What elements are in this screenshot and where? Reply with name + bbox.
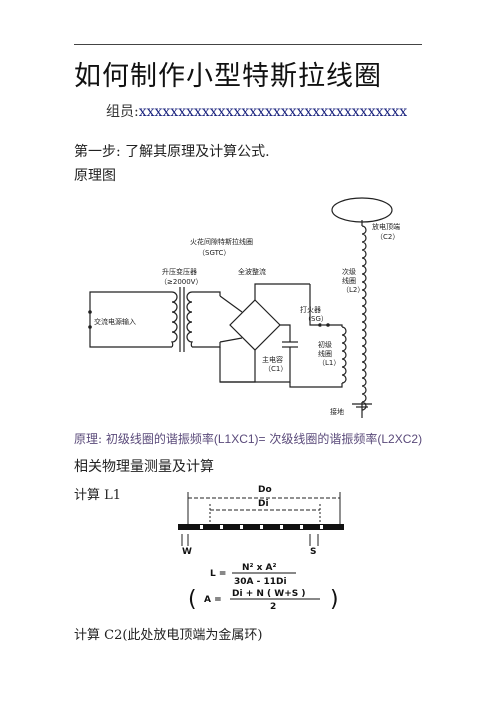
rectifier-bridge (229, 299, 281, 351)
a-denominator: 2 (270, 602, 276, 610)
topload-label-1: 放电顶端 (372, 222, 400, 231)
transformer-label-2: （≥2000V） (160, 278, 202, 286)
l-numerator: N² x A² (242, 563, 277, 573)
transformer-label-1: 升压变压器 (162, 267, 197, 276)
secondary-label-3: （L2） (342, 286, 364, 294)
members-value: xxxxxxxxxxxxxxxxxxxxxxxxxxxxxxxxxx (138, 104, 408, 120)
principle-mid: 次级线圈的谐振频率 (265, 432, 378, 446)
principle-prefix: 原理: 初级线圈的谐振频率 (74, 432, 214, 446)
document-title: 如何制作小型特斯拉线圈 (74, 61, 382, 92)
principle-formula-1: (L1XC1)= (213, 432, 266, 446)
transformer-secondary-coil (186, 291, 194, 348)
principle-formula-2: (L2XC2) (377, 432, 423, 446)
secondary-label-2: 线圈 (342, 276, 356, 285)
capacitor-label-2: （C1） (264, 365, 287, 373)
left-paren: ( (188, 587, 197, 610)
transformer-primary-coil (170, 291, 178, 348)
ac-input-label: 交流电源输入 (94, 317, 136, 326)
topload-ellipse (331, 197, 393, 223)
coil-formula-figure: Do Di W S L = N² x A² 30A - 11Di A = Di … (178, 485, 344, 610)
members-label: 组员: (106, 104, 139, 120)
primary-coil (341, 326, 347, 384)
spark-gap-label-2: （SG） (304, 315, 328, 323)
schematic-title-1: 火花间隙特斯拉线圈 (190, 237, 253, 246)
spark-gap-label-1: 打火器 (300, 305, 321, 314)
primary-label-3: （L1） (318, 359, 340, 367)
principle-diagram-label: 原理图 (74, 168, 116, 184)
tesla-coil-schematic: 火花间隙特斯拉线圈 （SGTC） 升压变压器 （≥2000V） 全波整流 交流电… (88, 197, 400, 418)
l-denominator: 30A - 11Di (234, 577, 287, 587)
capacitor-label-1: 主电容 (262, 355, 283, 364)
secondary-coil (361, 225, 367, 411)
w-label: W (182, 547, 192, 557)
calc-c2-label: 计算 C2(此处放电顶端为金属环) (74, 628, 263, 643)
principle-statement: 原理: 初级线圈的谐振频率(L1XC1)= 次级线圈的谐振频率(L2XC2) (74, 430, 422, 447)
spark-gap-dot-right (326, 323, 330, 327)
di-label: Di (258, 499, 269, 509)
s-label: S (310, 547, 316, 557)
secondary-label-1: 次级 (342, 267, 356, 276)
a-numerator: Di + N ( W+S ) (232, 589, 305, 599)
calc-l1-label: 计算 L1 (74, 488, 122, 503)
step1-heading: 第一步: 了解其原理及计算公式. (74, 144, 270, 160)
topload-label-2: （C2） (376, 233, 399, 241)
ac-input-wire (89, 291, 172, 348)
members-line: 组员:xxxxxxxxxxxxxxxxxxxxxxxxxxxxxxxxxx (106, 101, 407, 121)
a-eq-label: A = (204, 595, 222, 605)
primary-label-2: 线圈 (318, 349, 332, 358)
measure-heading: 相关物理量测量及计算 (74, 459, 214, 475)
rectifier-label: 全波整流 (238, 267, 266, 276)
schematic-title-2: （SGTC） (198, 249, 230, 257)
primary-label-1: 初级 (318, 340, 332, 349)
right-paren: ) (330, 587, 339, 610)
ground-label: 接地 (330, 407, 344, 416)
top-rule (74, 44, 422, 45)
do-label: Do (258, 485, 272, 495)
l-eq-label: L = (210, 569, 226, 579)
spark-gap-dot-left (318, 323, 322, 327)
